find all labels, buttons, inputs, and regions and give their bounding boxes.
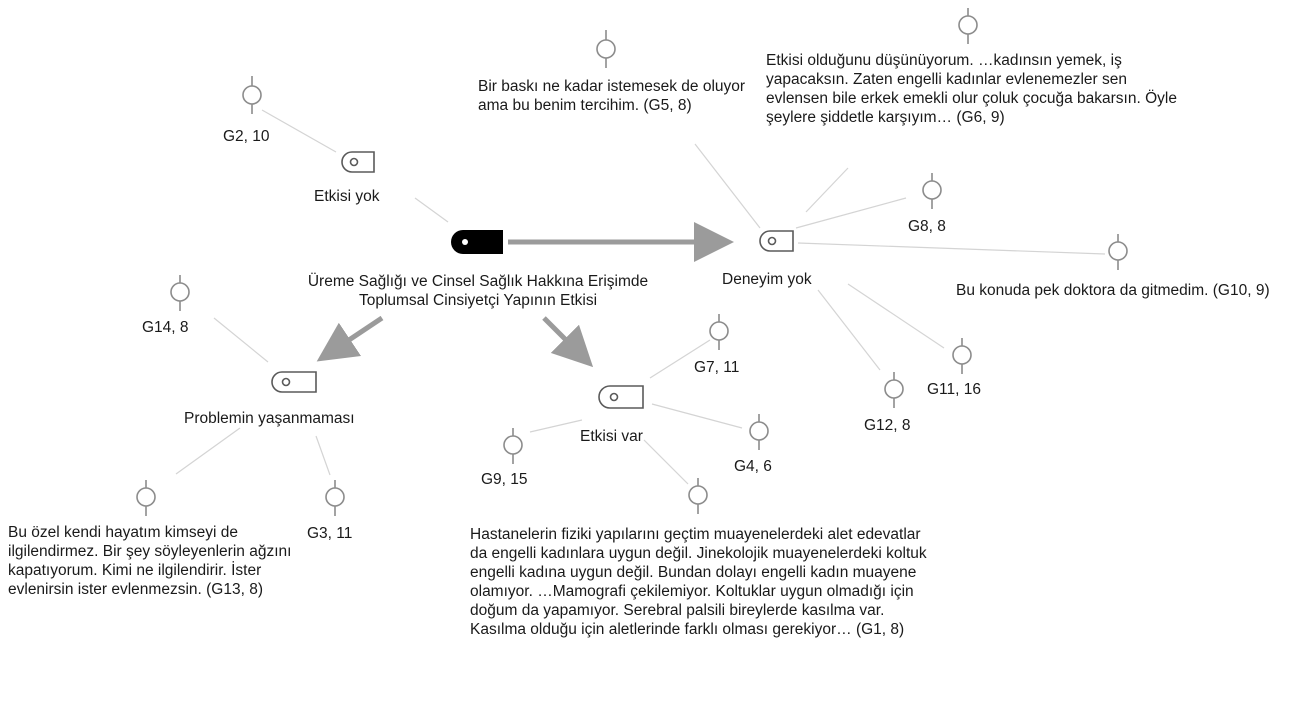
link-g4-etkisivar <box>651 403 743 429</box>
root-label-line-2: Toplumsal Cinsiyetçi Yapının Etkisi <box>358 292 598 309</box>
quote-pins <box>136 8 1128 516</box>
link-g2-etkisiyok <box>261 109 337 153</box>
root-label: Üreme Sağlığı ve Cinsel Sağlık Hakkına E… <box>248 272 708 310</box>
quote-g8: G8, 8 <box>908 218 946 235</box>
pin-icon-g6 <box>958 8 978 44</box>
pin-icon-g14 <box>170 275 190 311</box>
pin-icon-g13 <box>136 480 156 516</box>
pin-icon-g7 <box>709 314 729 350</box>
quote-g9: G9, 15 <box>481 471 528 488</box>
quote-g7: G7, 11 <box>694 359 740 376</box>
code-label-problemin-yasanmamasi[interactable]: Problemin yaşanmaması <box>184 410 355 427</box>
pin-icon-g8 <box>922 173 942 209</box>
quote-g6: Etkisi olduğunu düşünüyorum. …kadınsın y… <box>766 52 1177 126</box>
link-etkisiyok-root <box>414 197 449 223</box>
link-g12-deneyimyok <box>817 289 881 371</box>
pin-icon-g5 <box>596 30 616 68</box>
quote-g13: Bu özel kendi hayatım kimseyi de ilgilen… <box>8 524 292 598</box>
quote-g12: G12, 8 <box>864 417 911 434</box>
code-node-icon-etkisi-var[interactable] <box>598 385 644 409</box>
link-g11-deneyimyok <box>847 283 945 349</box>
pin-icon-g12 <box>884 372 904 408</box>
quote-g10: Bu konuda pek doktora da gitmedim. (G10,… <box>956 282 1270 299</box>
quote-g14: G14, 8 <box>142 319 189 336</box>
quote-g1: Hastanelerin fiziki yapılarını geçtim mu… <box>470 526 927 638</box>
pin-icon-g9 <box>503 428 523 464</box>
link-lines <box>175 109 1106 485</box>
code-label-etkisi-yok[interactable]: Etkisi yok <box>314 188 380 205</box>
link-g9-etkisivar <box>529 419 583 433</box>
quote-g4: G4, 6 <box>734 458 772 475</box>
link-g10-deneyimyok <box>797 242 1106 255</box>
code-node-icon-deneyim-yok[interactable] <box>759 230 794 252</box>
code-label-etkisi-var[interactable]: Etkisi var <box>580 428 643 445</box>
root-node-icon[interactable] <box>451 230 503 254</box>
link-g5-deneyimyok <box>694 143 761 229</box>
link-g14-problem <box>213 317 269 363</box>
link-g6-deneyimyok <box>805 167 849 213</box>
link-g13-problem <box>175 427 241 475</box>
link-g7-etkisivar <box>649 339 711 379</box>
link-g8-deneyimyok <box>795 197 907 229</box>
code-node-icon-etkisi-yok[interactable] <box>341 151 375 173</box>
pin-icon-g4 <box>749 414 769 450</box>
pin-icon-g2 <box>242 76 262 114</box>
arrow-root-problem <box>316 315 384 362</box>
pin-icon-g3 <box>325 480 345 516</box>
link-g3-problem <box>315 435 331 476</box>
pin-icon-g11 <box>952 338 972 374</box>
quote-g5: Bir baskı ne kadar istemesek de oluyor a… <box>478 78 746 114</box>
pin-icon-g10 <box>1108 234 1128 270</box>
quote-g3: G3, 11 <box>307 525 353 542</box>
quote-g2: G2, 10 <box>223 128 270 145</box>
root-label-line-1: Üreme Sağlığı ve Cinsel Sağlık Hakkına E… <box>307 273 649 290</box>
code-node-icon-problemin-yasanmamasi[interactable] <box>271 371 317 393</box>
pin-icon-g1 <box>688 478 708 514</box>
code-label-deneyim-yok[interactable]: Deneyim yok <box>722 271 812 288</box>
arrows <box>316 222 734 368</box>
quote-g11: G11, 16 <box>927 381 982 398</box>
arrow-root-etkisivar <box>542 316 594 368</box>
link-g1-etkisivar <box>643 439 689 485</box>
